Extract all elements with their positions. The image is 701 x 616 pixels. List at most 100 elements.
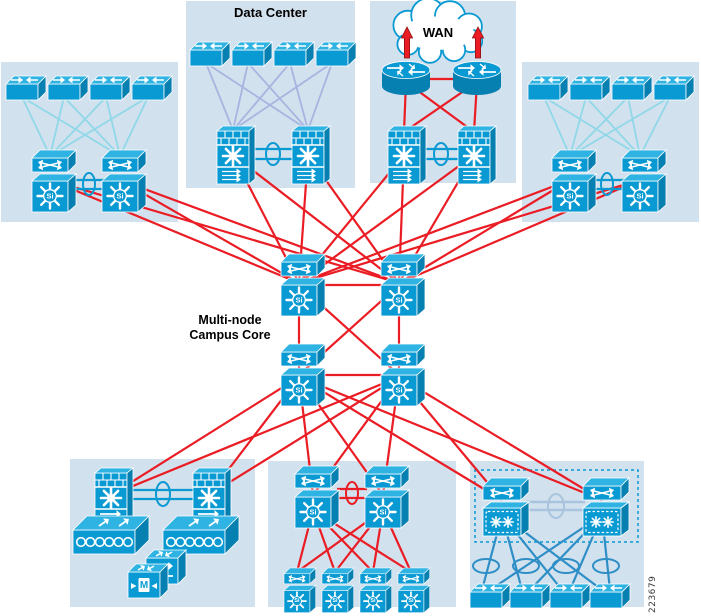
service-chassis-icon (386, 125, 428, 185)
service-chassis-icon (215, 125, 257, 185)
link-line (21, 96, 121, 157)
link-line (49, 96, 149, 157)
multilayer-switch-icon: Si (620, 149, 668, 213)
workgroup-switch-icon (5, 75, 47, 101)
link-line (289, 62, 309, 131)
wan-cloud (392, 0, 484, 64)
link-line (569, 96, 587, 157)
svg-text:Si: Si (395, 296, 402, 305)
uplink-arrow-icon (400, 26, 414, 59)
link-line (398, 376, 603, 501)
svg-text:Si: Si (566, 192, 573, 201)
multilayer-switch-icon: Si (283, 567, 317, 614)
svg-text:Si: Si (379, 508, 386, 517)
multilayer-switch-icon: Si (550, 149, 598, 213)
multilayer-switch-icon: Si (293, 465, 341, 529)
etherchannel-ellipse (472, 558, 500, 574)
workgroup-switch-icon (469, 583, 511, 609)
router-icon (381, 61, 431, 95)
link-line (205, 62, 234, 131)
workgroup-switch-icon (273, 41, 315, 67)
virtual-switch-icon (581, 477, 631, 537)
figure-number: 223679 (648, 575, 658, 613)
multilayer-switch-icon: Si (100, 149, 148, 213)
link-line (63, 96, 121, 157)
service-chassis-icon (290, 125, 332, 185)
multilayer-switch-icon: Si (363, 465, 411, 529)
link-line (49, 96, 107, 157)
link-line (205, 62, 309, 131)
svg-text:Si: Si (370, 598, 376, 604)
content-service-module-icon (162, 515, 240, 555)
workgroup-switch-icon (231, 41, 273, 67)
svg-text:Si: Si (295, 386, 302, 395)
link-line (543, 96, 571, 157)
link-line (298, 375, 603, 502)
svg-text:Si: Si (309, 508, 316, 517)
etherchannel-ellipse (552, 558, 580, 574)
workgroup-switch-icon (589, 583, 631, 609)
workgroup-switch-icon (189, 41, 231, 67)
workgroup-switch-icon (569, 75, 611, 101)
workgroup-switch-icon (653, 75, 695, 101)
service-chassis-icon (456, 125, 498, 185)
multilayer-switch-icon: Si (321, 567, 355, 614)
content-service-module-icon (72, 515, 150, 555)
multilayer-switch-icon: Si (279, 253, 327, 317)
callmanager-icon: M (127, 563, 169, 599)
link-line (298, 178, 571, 285)
link-line (307, 62, 333, 131)
etherchannel-ellipse (345, 481, 359, 505)
link-line (49, 178, 300, 285)
link-line (298, 154, 475, 284)
data-center-label: Data Center (234, 5, 307, 20)
link-line (232, 62, 333, 131)
multilayer-switch-icon: Si (379, 343, 427, 407)
link-line (298, 376, 503, 501)
etherchannel-ellipse (547, 493, 565, 519)
link-line (119, 96, 149, 157)
workgroup-switch-icon (611, 75, 653, 101)
link-line (543, 96, 641, 157)
campus-core-label: Multi-node Campus Core (189, 313, 271, 342)
etherchannel-ellipse (82, 172, 96, 196)
link-line (247, 62, 309, 131)
vss-dotted-boundary (474, 469, 639, 543)
svg-text:Si: Si (295, 296, 302, 305)
workgroup-switch-icon (315, 41, 357, 67)
link-line (110, 376, 300, 496)
workgroup-switch-icon (509, 583, 551, 609)
link-line (398, 179, 571, 284)
link-line (232, 62, 291, 131)
etherchannel-ellipse (155, 481, 171, 507)
svg-text:Si: Si (408, 598, 414, 604)
workgroup-switch-icon (131, 75, 173, 101)
svg-text:Si: Si (395, 386, 402, 395)
link-line (569, 96, 629, 157)
svg-text:Si: Si (332, 598, 338, 604)
workgroup-switch-icon (89, 75, 131, 101)
svg-text:Si: Si (46, 192, 53, 201)
workgroup-switch-icon (47, 75, 89, 101)
link-line (398, 178, 641, 285)
etherchannel-ellipse (600, 172, 614, 196)
uplink-arrow-icon (471, 26, 485, 59)
svg-text:M: M (140, 580, 148, 591)
etherchannel-ellipse (592, 558, 620, 574)
link-line (639, 96, 671, 157)
etherchannel-ellipse (512, 558, 540, 574)
wan-label: WAN (422, 25, 454, 40)
link-line (49, 96, 65, 157)
multilayer-switch-icon: Si (279, 343, 327, 407)
workgroup-switch-icon (549, 583, 591, 609)
link-line (232, 62, 249, 131)
svg-text:Si: Si (294, 598, 300, 604)
link-line (21, 96, 51, 157)
multilayer-switch-icon: Si (359, 567, 393, 614)
link-line (585, 96, 641, 157)
multilayer-switch-icon: Si (30, 149, 78, 213)
virtual-switch-icon (481, 477, 531, 537)
link-line (208, 376, 400, 496)
